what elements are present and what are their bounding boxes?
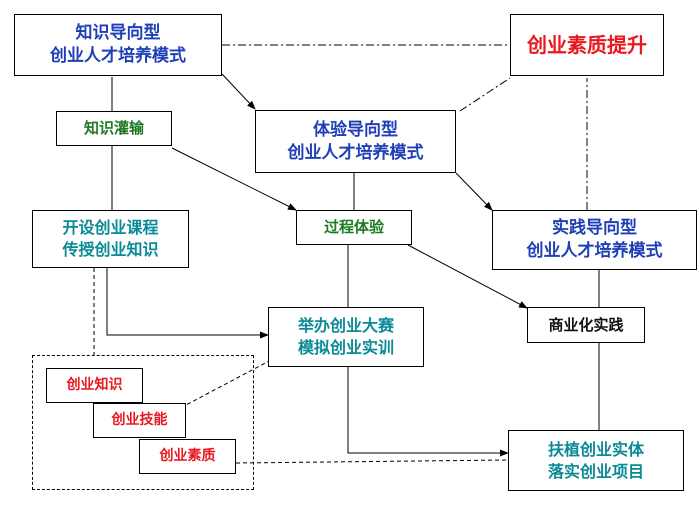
process-experience-label: 过程体验 — [323, 218, 384, 237]
courses-line1: 开设创业课程 — [62, 218, 159, 238]
experience-model-line2: 创业人才培养模式 — [287, 142, 424, 163]
commercial-practice-label: 商业化实践 — [548, 315, 624, 334]
arrow-infusion-to-process — [171, 147, 297, 211]
dashed-competition-to-group — [185, 359, 272, 406]
commercial-practice-box: 商业化实践 — [527, 307, 645, 343]
experience-model-line1: 体验导向型 — [313, 119, 398, 140]
entrepreneur-quality-box: 创业素质 — [139, 439, 236, 474]
dashdot-experience-to-quality — [459, 77, 511, 112]
competency-group-frame — [32, 355, 254, 490]
knowledge-model-line2: 创业人才培养模式 — [50, 46, 186, 66]
arrow-courses-to-competition — [106, 268, 269, 339]
quality-upgrade-label: 创业素质提升 — [527, 32, 647, 57]
practice-model-line1: 实践导向型 — [552, 218, 637, 239]
arrow-knowledge-to-experience — [221, 73, 256, 110]
competition-line1: 举办创业大赛 — [297, 316, 394, 336]
competition-box: 举办创业大赛 模拟创业实训 — [268, 307, 424, 367]
entrepreneur-quality-label: 创业素质 — [159, 448, 216, 465]
process-experience-box: 过程体验 — [296, 210, 412, 245]
support-entities-line2: 落实创业项目 — [547, 461, 644, 481]
practice-oriented-model-box: 实践导向型 创业人才培养模式 — [492, 210, 697, 270]
entrepreneur-knowledge-box: 创业知识 — [46, 368, 143, 403]
dashed-quality-to-support — [235, 459, 509, 464]
support-entities-line1: 扶植创业实体 — [547, 439, 644, 459]
courses-box: 开设创业课程 传授创业知识 — [32, 210, 189, 268]
courses-line2: 传授创业知识 — [62, 240, 159, 259]
arrow-process-to-commercial — [407, 244, 528, 309]
entrepreneur-skills-label: 创业技能 — [111, 412, 168, 429]
entrepreneur-knowledge-label: 创业知识 — [66, 377, 123, 394]
entrepreneur-skills-box: 创业技能 — [93, 403, 186, 438]
knowledge-infusion-box: 知识灌输 — [56, 111, 172, 146]
knowledge-oriented-model-box: 知识导向型 创业人才培养模式 — [14, 14, 222, 76]
practice-model-line2: 创业人才培养模式 — [526, 241, 663, 261]
quality-upgrade-box: 创业素质提升 — [510, 14, 664, 76]
support-entities-box: 扶植创业实体 落实创业项目 — [508, 430, 684, 491]
knowledge-model-line1: 知识导向型 — [75, 23, 161, 44]
arrow-experience-to-practice — [455, 172, 493, 211]
knowledge-infusion-label: 知识灌输 — [83, 119, 144, 138]
competition-line2: 模拟创业实训 — [297, 338, 394, 357]
experience-oriented-model-box: 体验导向型 创业人才培养模式 — [255, 110, 456, 173]
